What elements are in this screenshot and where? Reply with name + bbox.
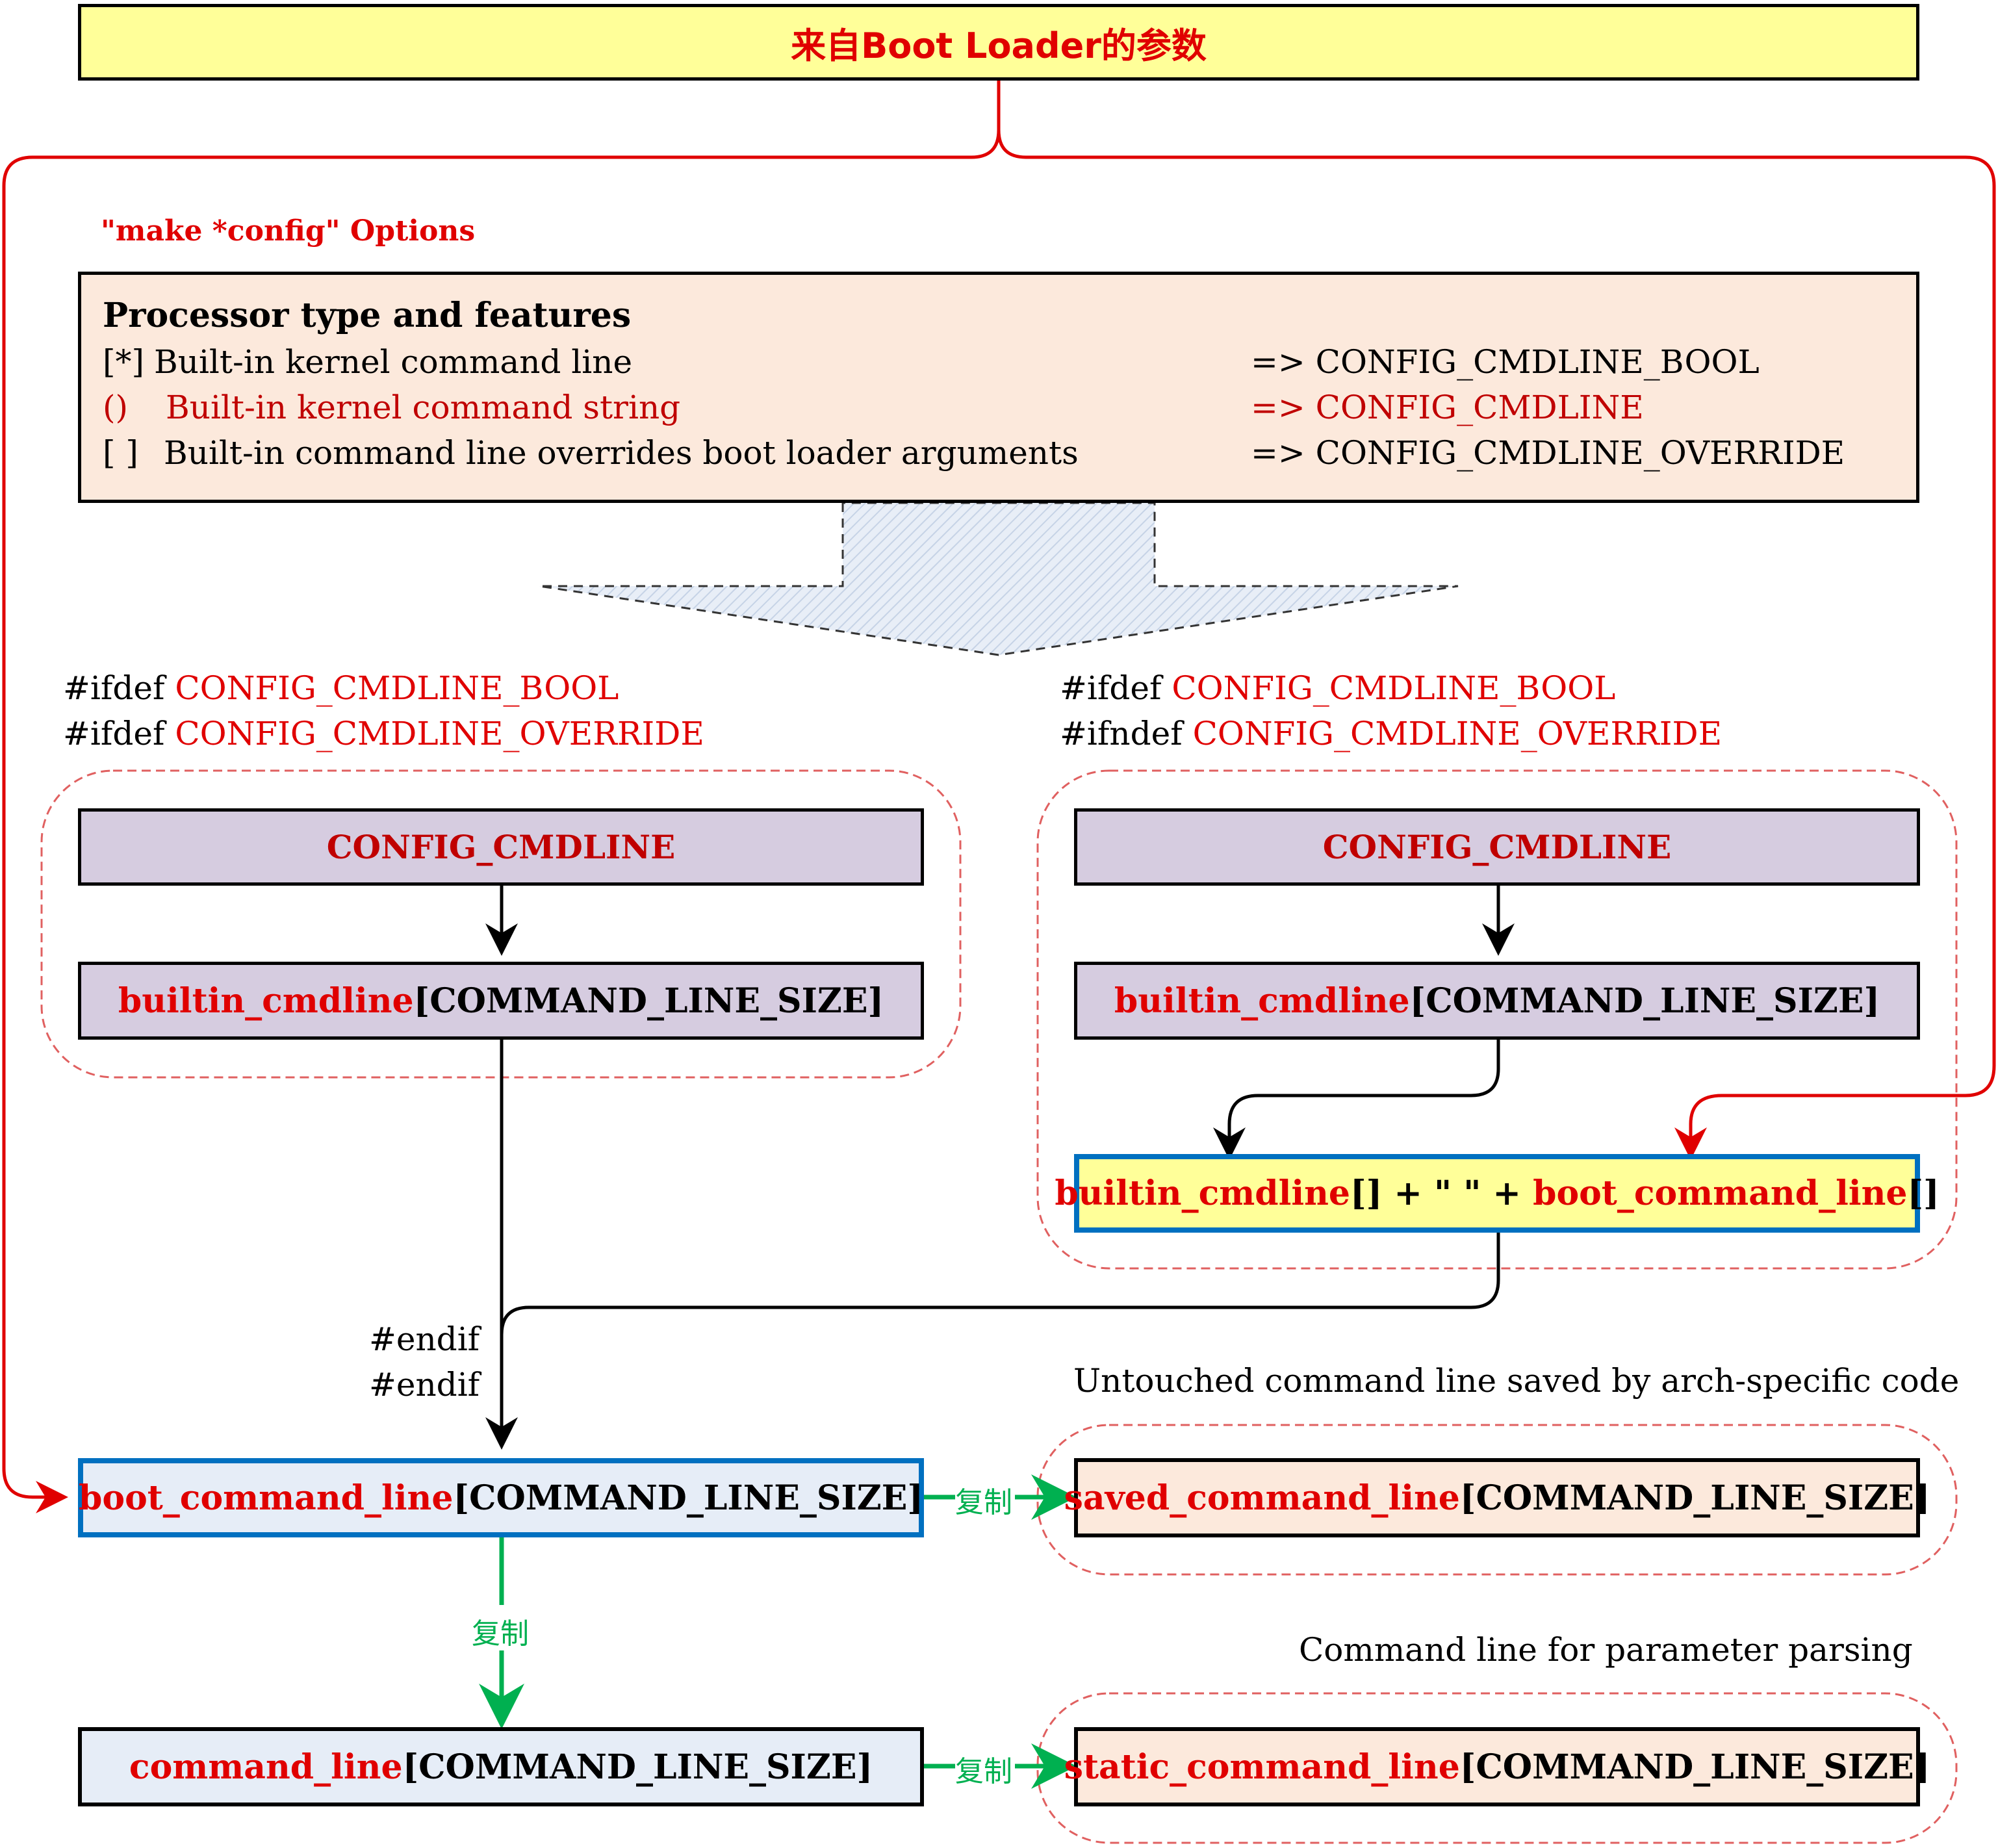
static-command-line-name: static_command_line (1064, 1747, 1460, 1787)
left-cond1-keyword: #ifdef (63, 669, 165, 707)
saved-command-line-box: saved_command_line[COMMAND_LINE_SIZE] (1064, 1458, 1930, 1537)
copy-label-boot-to-command: 复制 (472, 1617, 529, 1650)
option-cmdline-override-label: Built-in command line overrides boot loa… (164, 434, 1079, 472)
option-cmdline-config: => CONFIG_CMDLINE (1251, 389, 1644, 426)
bootloader-bracket (2, 81, 1001, 1513)
left-condition-1: #ifdef CONFIG_CMDLINE_BOOL (63, 669, 619, 707)
concat-builtin-name: builtin_cmdline (1055, 1174, 1351, 1213)
left-builtin-size: [COMMAND_LINE_SIZE] (413, 981, 884, 1021)
option-cmdline-mark: () (103, 389, 129, 426)
boot-command-line-box: boot_command_line[COMMAND_LINE_SIZE] (78, 1458, 924, 1537)
left-config-cmdline-box: CONFIG_CMDLINE (78, 808, 924, 886)
menuconfig-caption: "make *config" Options (101, 214, 476, 248)
left-condition-2: #ifdef CONFIG_CMDLINE_OVERRIDE (63, 715, 704, 752)
menuconfig-heading: Processor type and features (103, 296, 632, 335)
right-branch-group (1036, 769, 1958, 1270)
command-line-box: command_line[COMMAND_LINE_SIZE] (78, 1727, 924, 1806)
copy-label-command-to-static: 复制 (955, 1755, 1012, 1788)
left-builtin-cmdline-box: builtin_cmdline[COMMAND_LINE_SIZE] (78, 962, 924, 1040)
option-cmdline-override-config: => CONFIG_CMDLINE_OVERRIDE (1251, 434, 1845, 472)
concat-brackets: [] (1907, 1174, 1940, 1213)
copy-label-boot-to-saved: 复制 (955, 1486, 1012, 1519)
concat-boot-name: boot_command_line (1533, 1174, 1908, 1213)
concat-cmdline-box: builtin_cmdline[] + " " + boot_command_l… (1055, 1154, 1940, 1233)
right-condition-2: #ifndef CONFIG_CMDLINE_OVERRIDE (1060, 715, 1722, 752)
static-command-line-box: static_command_line[COMMAND_LINE_SIZE] (1064, 1727, 1930, 1806)
right-builtin-cmdline-box: builtin_cmdline[COMMAND_LINE_SIZE] (1074, 962, 1920, 1040)
static-command-line-size: [COMMAND_LINE_SIZE] (1459, 1747, 1930, 1787)
command-line-name: command_line (129, 1747, 403, 1787)
right-config-cmdline-label: CONFIG_CMDLINE (1322, 828, 1672, 866)
boot-command-line-size: [COMMAND_LINE_SIZE] (453, 1478, 923, 1518)
saved-command-line-size: [COMMAND_LINE_SIZE] (1459, 1478, 1930, 1518)
right-cond2-keyword: #ifndef (1060, 715, 1183, 752)
boot-command-line-name: boot_command_line (79, 1478, 454, 1518)
bootloader-params-label: 来自Boot Loader的参数 (791, 25, 1207, 66)
concat-operator: [] + " " + (1350, 1174, 1533, 1213)
option-cmdline-bool-mark: [*] (103, 343, 145, 381)
left-cond2-keyword: #ifdef (63, 715, 165, 752)
option-cmdline-override-mark: [ ] (103, 434, 138, 472)
static-caption: Command line for parameter parsing (1299, 1631, 1913, 1669)
right-builtin-name: builtin_cmdline (1114, 981, 1410, 1021)
left-config-cmdline-label: CONFIG_CMDLINE (326, 828, 676, 866)
right-cond2-symbol: CONFIG_CMDLINE_OVERRIDE (1192, 715, 1723, 752)
right-builtin-size: [COMMAND_LINE_SIZE] (1409, 981, 1880, 1021)
right-config-cmdline-box: CONFIG_CMDLINE (1074, 808, 1920, 886)
config-expand-arrow (539, 502, 1459, 656)
right-condition-1: #ifdef CONFIG_CMDLINE_BOOL (1060, 669, 1615, 707)
command-line-size: [COMMAND_LINE_SIZE] (402, 1747, 873, 1787)
saved-group (1036, 1424, 1958, 1576)
right-cond1-keyword: #ifdef (1060, 669, 1162, 707)
option-cmdline-label: Built-in kernel command string (166, 389, 681, 426)
right-cond1-symbol: CONFIG_CMDLINE_BOOL (1172, 669, 1616, 707)
endif-label-2: #endif (369, 1366, 480, 1404)
menuconfig-options-box: Processor type and features [*] Built-in… (78, 272, 1919, 503)
bootloader-params-box: 来自Boot Loader的参数 (78, 4, 1919, 81)
option-cmdline-bool-label: Built-in kernel command line (154, 343, 633, 381)
option-cmdline-bool-config: => CONFIG_CMDLINE_BOOL (1251, 343, 1760, 381)
left-builtin-name: builtin_cmdline (118, 981, 414, 1021)
endif-label-1: #endif (369, 1320, 480, 1358)
left-cond1-symbol: CONFIG_CMDLINE_BOOL (175, 669, 619, 707)
saved-caption: Untouched command line saved by arch-spe… (1073, 1362, 1960, 1400)
left-cond2-symbol: CONFIG_CMDLINE_OVERRIDE (175, 715, 704, 752)
static-group (1036, 1692, 1958, 1844)
saved-command-line-name: saved_command_line (1064, 1478, 1460, 1518)
